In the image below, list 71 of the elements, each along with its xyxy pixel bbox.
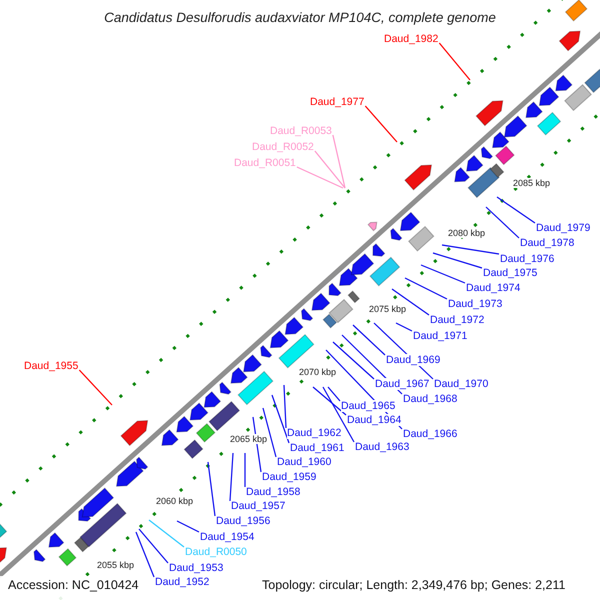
gene-label: Daud_1958 xyxy=(246,486,300,498)
gene-label: Daud_1966 xyxy=(403,428,458,440)
leader-line xyxy=(207,462,216,516)
leader-line xyxy=(332,342,374,380)
leader-line xyxy=(442,244,500,255)
leader-line xyxy=(420,264,466,284)
scale-label: 2070 kbp xyxy=(299,367,336,377)
scale-label: 2065 kbp xyxy=(230,434,268,444)
leader-line xyxy=(364,106,398,142)
leader-line xyxy=(328,386,340,402)
leader-line xyxy=(404,277,448,300)
gene-label: Daud_1976 xyxy=(500,253,554,265)
leader-line xyxy=(332,134,346,188)
gene-label: Daud_R0050 xyxy=(185,546,247,558)
gene-label: Daud_1961 xyxy=(290,442,344,454)
leader-line xyxy=(176,520,200,533)
leader-line xyxy=(135,532,155,578)
leader-line xyxy=(392,288,430,316)
gene-label: Daud_1982 xyxy=(384,33,438,45)
gene-label: Daud_1972 xyxy=(430,314,484,326)
gene-label: Daud_1952 xyxy=(155,576,210,588)
gene-label: Daud_1963 xyxy=(355,441,410,453)
leader-line xyxy=(148,520,184,548)
gene-label: Daud_1970 xyxy=(434,378,488,390)
gene-label: Daud_1965 xyxy=(341,400,396,412)
gene-label: Daud_1955 xyxy=(24,360,78,372)
gene-label: Daud_1957 xyxy=(231,500,286,512)
gene-label: Daud_1975 xyxy=(483,267,538,279)
leader-line xyxy=(396,322,412,332)
gene-label: Daud_1968 xyxy=(403,393,458,405)
gene-label: Daud_1964 xyxy=(347,414,402,426)
gene-label: Daud_1967 xyxy=(375,378,430,390)
leader-line xyxy=(438,42,470,80)
gene-label: Daud_1973 xyxy=(448,298,502,310)
gene-label: Daud_R0052 xyxy=(252,141,314,153)
gene-label: Daud_1953 xyxy=(169,562,224,574)
gene-label: Daud_1977 xyxy=(310,96,364,108)
leader-line xyxy=(312,386,346,416)
gene-label: Daud_1978 xyxy=(520,237,574,249)
scale-label: 2055 kbp xyxy=(97,560,134,570)
leader-line xyxy=(78,370,112,406)
gene-label: Daud_1969 xyxy=(386,354,440,366)
leader-line xyxy=(314,150,346,188)
gene-label: Daud_1954 xyxy=(200,531,254,543)
gene-label: Daud_R0053 xyxy=(270,125,332,137)
leader-line xyxy=(486,206,520,238)
leader-line xyxy=(244,453,246,487)
gene-label: Daud_1962 xyxy=(287,427,342,439)
gene-label: Daud_1960 xyxy=(277,456,332,468)
leader-line xyxy=(496,196,536,224)
leader-line xyxy=(322,386,355,442)
gene-label: Daud_1971 xyxy=(413,330,468,342)
genome-summary-text: Topology: circular; Length: 2,349,476 bp; Genes: 2,211 xyxy=(262,577,566,593)
leader-line xyxy=(296,166,344,189)
scale-label: 2075 kbp xyxy=(369,304,406,314)
gene-label: Daud_1959 xyxy=(262,471,316,483)
leader-line xyxy=(271,394,290,444)
leader-line xyxy=(432,252,482,269)
leader-line xyxy=(229,452,234,502)
gene-label: Daud_1974 xyxy=(466,282,520,294)
leader-line xyxy=(138,528,168,564)
leader-line xyxy=(352,324,386,356)
leader-line xyxy=(262,408,277,458)
scale-label: 2060 kbp xyxy=(156,496,194,506)
gene-label: Daud_R0051 xyxy=(234,157,296,169)
leader-line xyxy=(283,384,287,428)
title: Candidatus Desulforudis audaxviator MP104C, complete genome xyxy=(103,10,497,26)
gene-label: Daud_1956 xyxy=(216,515,270,527)
gene-label: Daud_1979 xyxy=(536,222,590,234)
scale-label: 2080 kbp xyxy=(448,228,486,238)
scale-label: 2085 kbp xyxy=(513,178,550,188)
